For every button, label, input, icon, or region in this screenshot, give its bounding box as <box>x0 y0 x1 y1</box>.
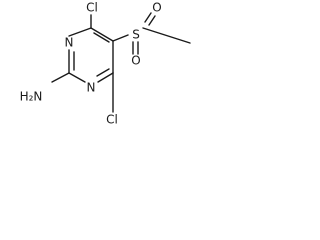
atom-cl-top: Cl <box>86 1 98 15</box>
bond-s-o-right-1 <box>144 12 152 23</box>
atom-oxygen-right: O <box>152 1 161 15</box>
bond-c6-n1-inner <box>96 68 110 77</box>
bond-c5-s <box>112 34 129 42</box>
bond-n3-c4 <box>68 27 92 37</box>
atom-oxygen-left: O <box>131 54 140 68</box>
bond-s-methyl <box>142 27 191 44</box>
atom-cl-bottom: Cl <box>106 113 118 127</box>
atom-sulfur: S <box>132 28 140 42</box>
atom-amine: H₂N <box>20 90 43 104</box>
bond-c4-c5 <box>90 27 114 42</box>
atom-n-lower: N <box>87 81 96 95</box>
bond-n1-c2 <box>68 72 86 83</box>
bond-s-o-right-2 <box>148 15 156 26</box>
bond-c4-c5-inner <box>93 32 110 43</box>
chemical-structure: Cl N N H₂N Cl S O O <box>20 1 191 127</box>
bond-c6-n1 <box>97 72 114 83</box>
structure-canvas: Cl N N H₂N Cl S O O <box>0 0 200 140</box>
atom-n-upper: N <box>65 36 74 50</box>
bond-c2-n <box>51 72 70 83</box>
